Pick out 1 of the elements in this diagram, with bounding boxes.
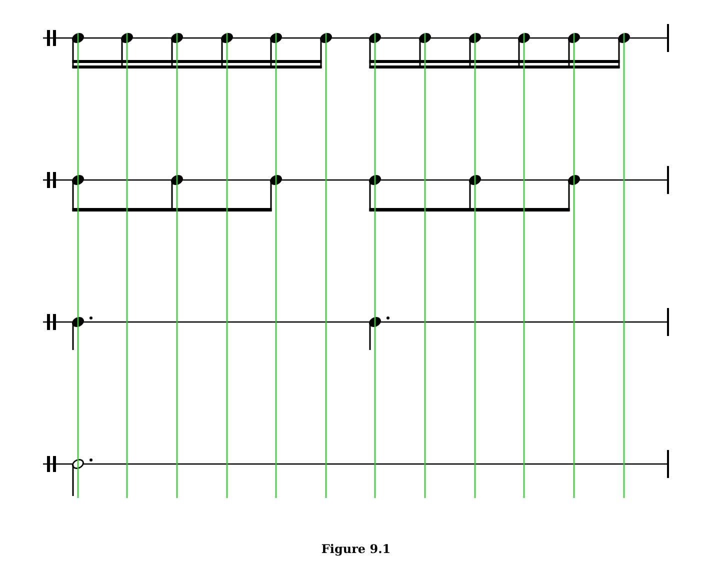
figure-caption: Figure 9.1 xyxy=(321,542,391,556)
